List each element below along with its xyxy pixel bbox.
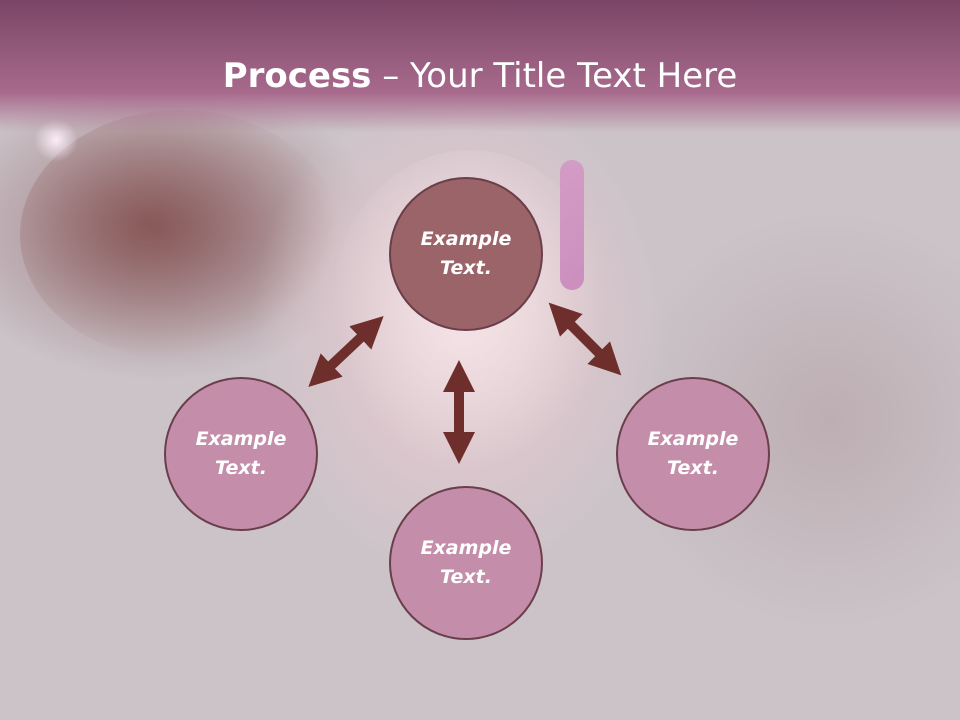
arrow-top-left: [308, 316, 384, 387]
node-bottom[interactable]: Example Text.: [389, 486, 543, 640]
arrow-top-right: [548, 302, 622, 376]
node-left[interactable]: Example Text.: [164, 377, 318, 531]
node-right-line1: Example: [647, 428, 739, 450]
title-bold: Process: [222, 56, 372, 96]
node-bottom-line1: Example: [420, 537, 512, 559]
title-bar: [0, 0, 960, 132]
title-rest: – Your Title Text Here: [371, 56, 738, 96]
node-right[interactable]: Example Text.: [616, 377, 770, 531]
node-center-line1: Example: [420, 228, 512, 250]
node-bottom-line2: Text.: [440, 566, 492, 588]
page-title[interactable]: Process – Your Title Text Here: [0, 56, 960, 96]
node-center-line2: Text.: [440, 257, 492, 279]
node-right-line2: Text.: [667, 457, 719, 479]
node-left-line2: Text.: [215, 457, 267, 479]
node-left-line1: Example: [195, 428, 287, 450]
node-center[interactable]: Example Text.: [389, 177, 543, 331]
